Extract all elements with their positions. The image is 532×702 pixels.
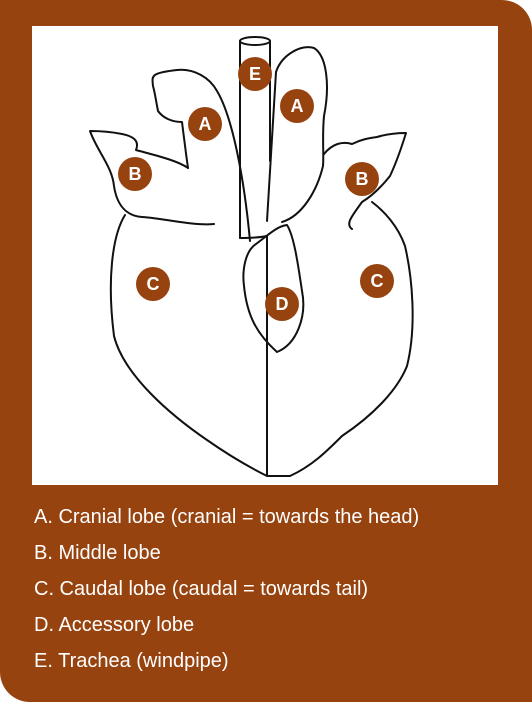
marker-a-left: A bbox=[188, 107, 222, 141]
marker-a-left-label: A bbox=[199, 114, 212, 134]
marker-c-right: C bbox=[360, 264, 394, 298]
left-caudal-lobe-outline bbox=[111, 215, 267, 476]
marker-c-left: C bbox=[136, 267, 170, 301]
marker-e-label: E bbox=[249, 64, 261, 84]
marker-e-trachea: E bbox=[238, 57, 272, 91]
legend-item-caudal-lobe: C. Caudal lobe (caudal = towards tail) bbox=[34, 577, 529, 602]
marker-d-label: D bbox=[276, 294, 289, 314]
right-cranial-lobe-outline bbox=[267, 47, 327, 222]
left-cranial-lobe-outline bbox=[153, 70, 250, 241]
marker-a-right: A bbox=[280, 89, 314, 123]
marker-b-right-label: B bbox=[356, 169, 369, 189]
legend-item-trachea: E. Trachea (windpipe) bbox=[34, 649, 529, 674]
legend-item-middle-lobe: B. Middle lobe bbox=[34, 541, 529, 566]
marker-b-right: B bbox=[345, 162, 379, 196]
marker-c-right-label: C bbox=[371, 271, 384, 291]
marker-d-accessory: D bbox=[265, 287, 299, 321]
right-caudal-lobe-outline bbox=[268, 202, 413, 476]
marker-b-left-label: B bbox=[129, 164, 142, 184]
accessory-lobe-outline bbox=[243, 225, 303, 352]
legend-list: A. Cranial lobe (cranial = towards the h… bbox=[34, 505, 529, 685]
marker-b-left: B bbox=[118, 157, 152, 191]
lung-diagram: E A A B B C C bbox=[32, 26, 498, 485]
left-middle-lobe-outline bbox=[90, 131, 214, 224]
legend-item-accessory-lobe: D. Accessory lobe bbox=[34, 613, 529, 638]
legend-item-cranial-lobe: A. Cranial lobe (cranial = towards the h… bbox=[34, 505, 529, 530]
marker-a-right-label: A bbox=[291, 96, 304, 116]
lung-diagram-panel: E A A B B C C bbox=[32, 26, 498, 485]
marker-c-left-label: C bbox=[147, 274, 160, 294]
